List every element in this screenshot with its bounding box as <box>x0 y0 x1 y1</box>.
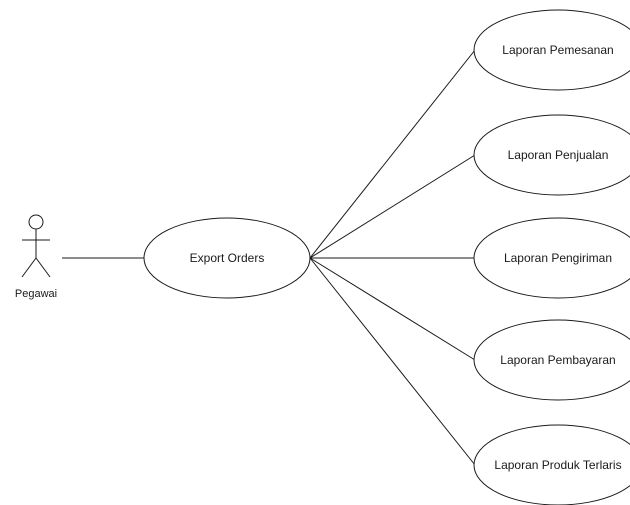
use-case-laporan-pembayaran[interactable]: Laporan Pembayaran <box>473 319 630 401</box>
use-case-label: Laporan Produk Terlaris <box>494 458 621 472</box>
actor[interactable]: Pegawai <box>15 214 57 300</box>
extend-line-2 <box>309 154 476 259</box>
use-case-export-orders[interactable]: Export Orders <box>143 217 311 299</box>
use-case-label: Laporan Pemesanan <box>502 43 613 57</box>
use-case-laporan-produk-terlaris[interactable]: Laporan Produk Terlaris <box>473 424 630 505</box>
extend-line-4 <box>309 257 476 361</box>
use-case-label: Export Orders <box>190 251 265 265</box>
use-case-laporan-pemesanan[interactable]: Laporan Pemesanan <box>473 9 630 91</box>
extend-line-5 <box>309 257 476 466</box>
use-case-label: Laporan Pengiriman <box>504 251 612 265</box>
extend-line-1 <box>309 49 476 259</box>
use-case-label: Laporan Penjualan <box>508 148 609 162</box>
use-case-label: Laporan Pembayaran <box>500 353 615 367</box>
actor-stick-figure-icon <box>21 214 51 278</box>
use-case-laporan-pengiriman[interactable]: Laporan Pengiriman <box>473 217 630 299</box>
actor-label: Pegawai <box>15 288 57 300</box>
use-case-laporan-penjualan[interactable]: Laporan Penjualan <box>473 114 630 196</box>
association-lines <box>62 49 476 466</box>
